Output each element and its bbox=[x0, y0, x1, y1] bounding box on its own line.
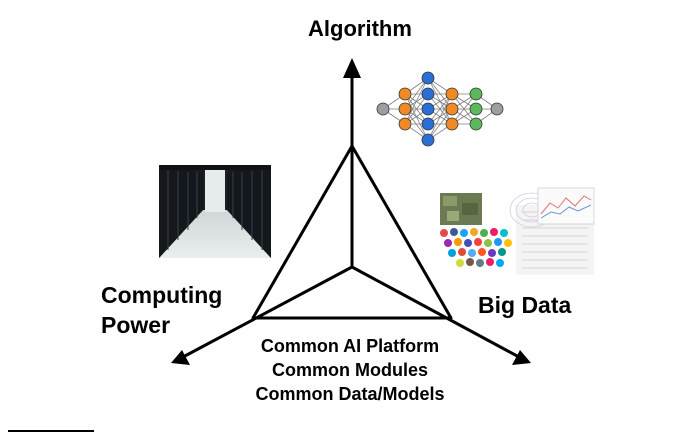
footnote-rule bbox=[8, 430, 94, 432]
computing-power-label-line1: Computing bbox=[101, 282, 223, 308]
big-data-label: Big Data bbox=[478, 292, 572, 318]
center-caption: Common AI Platform Common Modules Common… bbox=[0, 334, 696, 406]
platform-triangle bbox=[251, 144, 453, 320]
algorithm-label: Algorithm bbox=[308, 16, 412, 41]
neural-network-icon bbox=[376, 71, 504, 147]
big-data-arrowhead bbox=[512, 350, 531, 365]
computing-power-label-line2: Power bbox=[101, 312, 171, 338]
server-room-photo bbox=[159, 165, 271, 258]
axes bbox=[181, 70, 521, 359]
computing-power-axis bbox=[181, 265, 354, 359]
big-data-axis bbox=[350, 265, 521, 359]
computing-power-label: Computing Power bbox=[101, 280, 222, 340]
algorithm-arrowhead bbox=[343, 58, 361, 78]
center-caption-line1: Common AI Platform bbox=[260, 336, 440, 356]
center-caption-line2: Common Modules bbox=[272, 360, 428, 380]
center-caption-line3: Common Data/Models bbox=[255, 384, 445, 404]
computing-power-arrowhead bbox=[171, 350, 190, 365]
data-collage-icon bbox=[440, 187, 595, 275]
arrowheads bbox=[171, 58, 531, 365]
